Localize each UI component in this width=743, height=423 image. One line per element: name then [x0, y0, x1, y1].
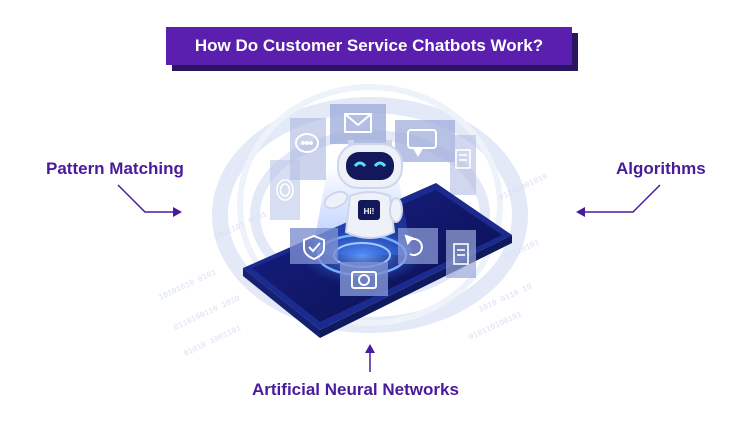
title-banner: How Do Customer Service Chatbots Work?	[166, 27, 578, 71]
fingerprint-icon	[276, 179, 294, 201]
robot-icon: Hi!	[323, 140, 403, 239]
arrow-algorithms	[576, 184, 661, 217]
chat-bubble-icon	[407, 129, 437, 158]
svg-text:01010 1001101: 01010 1001101	[182, 324, 243, 359]
svg-text:10101010 0101: 10101010 0101	[157, 268, 218, 303]
hologram-panels-back	[270, 104, 476, 220]
refresh-icon	[404, 234, 423, 256]
page-title: How Do Customer Service Chatbots Work?	[166, 27, 572, 65]
robot-screen-text: Hi!	[364, 207, 375, 216]
chat-bubble-icon-left	[295, 133, 319, 153]
arrow-neural-networks	[365, 344, 375, 372]
label-neural-networks: Artificial Neural Networks	[252, 380, 459, 399]
document-icon	[455, 149, 471, 169]
envelope-icon	[344, 113, 372, 133]
arrow-pattern-matching	[117, 184, 182, 217]
shield-check-icon	[303, 234, 325, 261]
document-icon-front	[453, 243, 469, 265]
label-algorithms: Algorithms	[616, 159, 706, 178]
label-pattern-matching: Pattern Matching	[46, 159, 184, 178]
svg-text:010110100101: 010110100101	[467, 310, 523, 343]
camera-icon	[351, 271, 377, 289]
hologram-panels-front	[290, 228, 476, 296]
